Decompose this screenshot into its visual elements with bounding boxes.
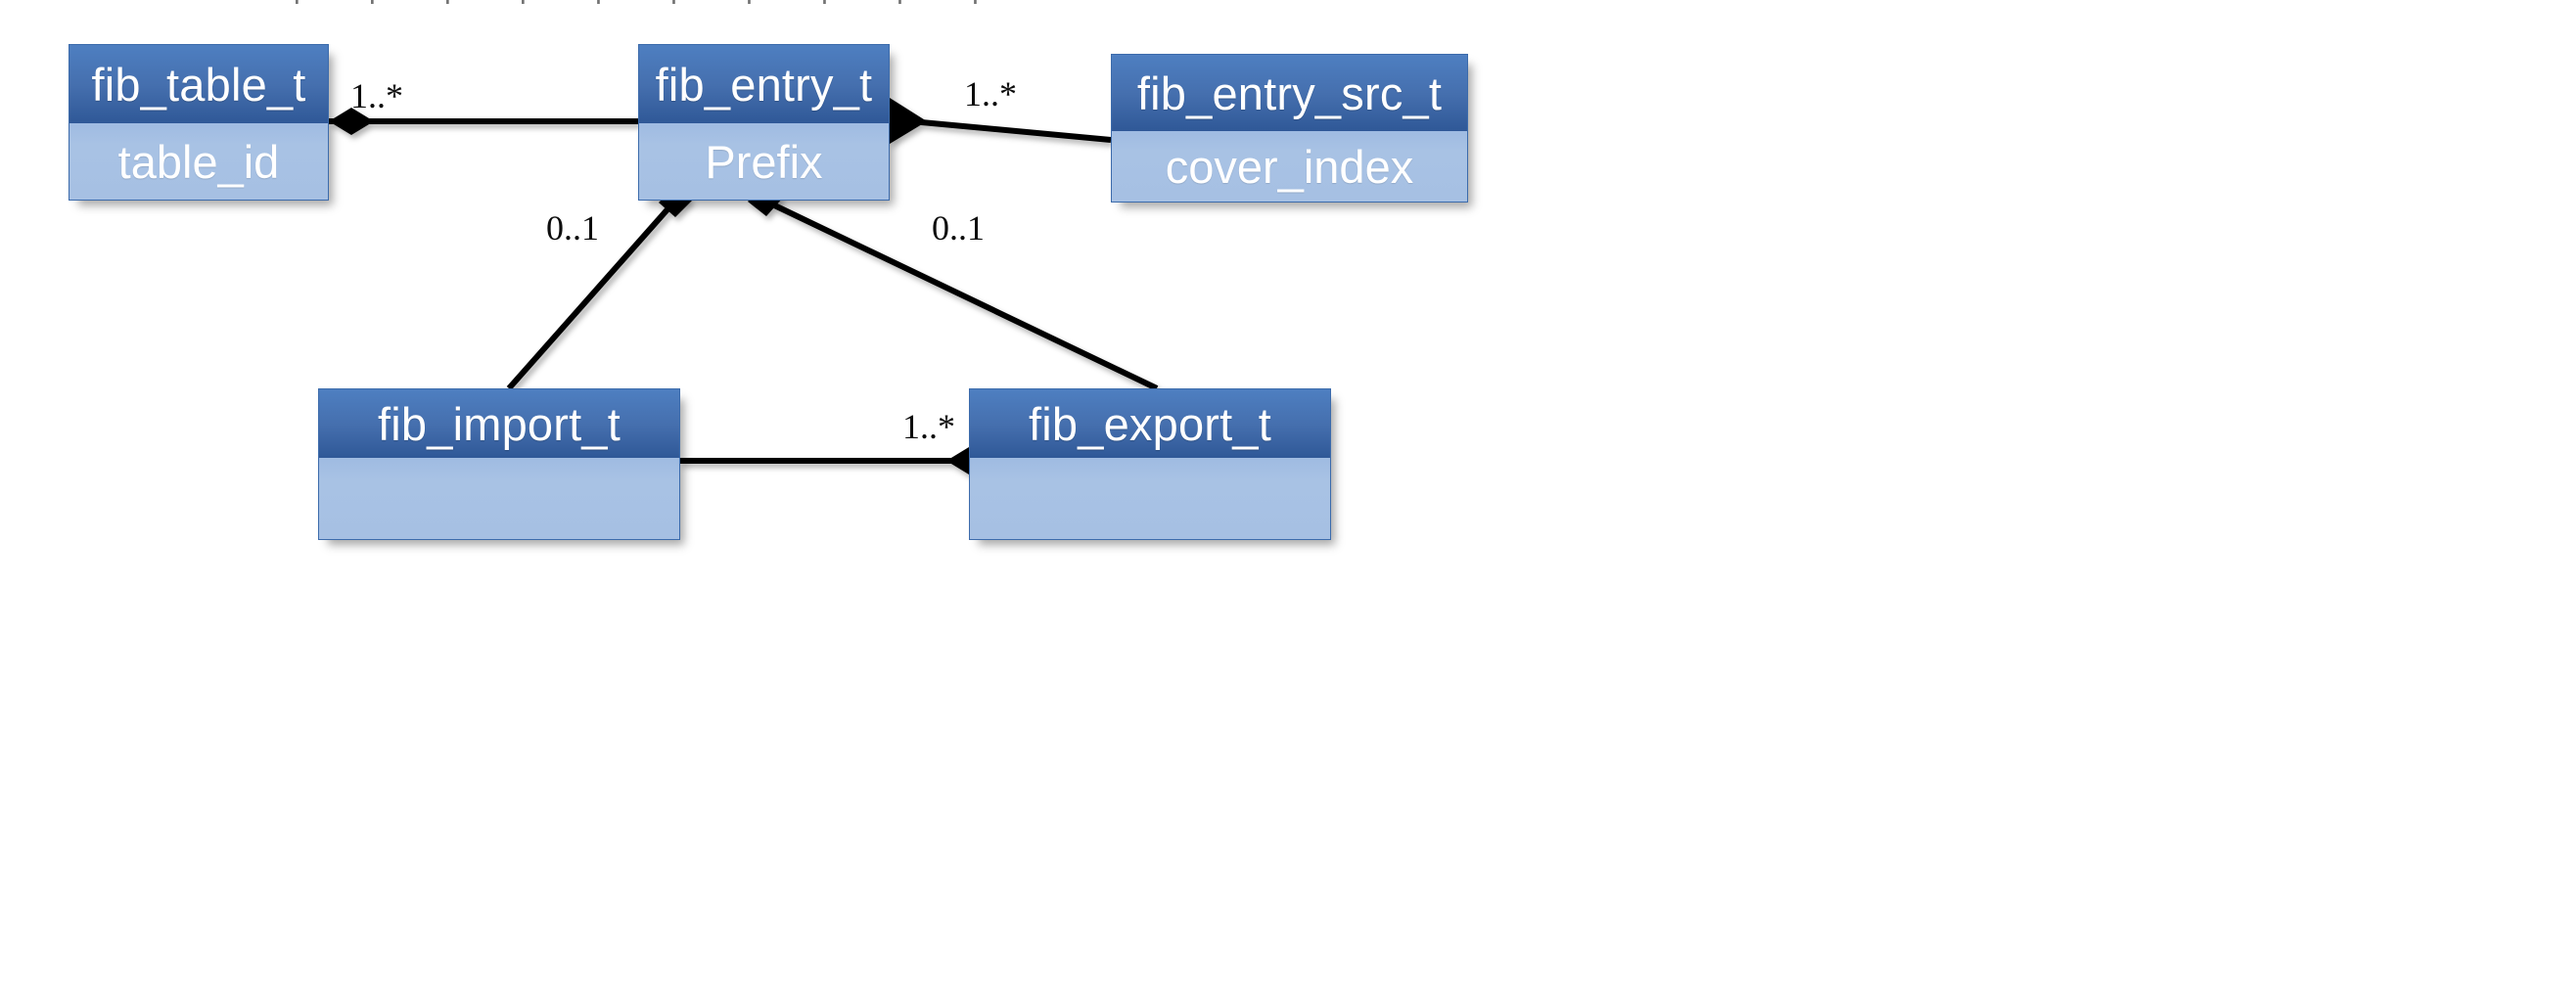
class-attribute-fib-export-t	[970, 458, 1330, 539]
class-box-fib-export-t[interactable]: fib_export_t	[969, 388, 1331, 540]
class-attribute-fib-import-t	[319, 458, 679, 539]
class-box-fib-entry-src-t[interactable]: fib_entry_src_t cover_index	[1111, 54, 1468, 203]
class-name-fib-entry-src-t: fib_entry_src_t	[1112, 55, 1467, 131]
class-name-fib-entry-t: fib_entry_t	[639, 45, 889, 123]
multiplicity-label-entry-export: 0..1	[932, 208, 985, 248]
multiplicity-label-entry-import: 0..1	[546, 208, 599, 248]
class-box-fib-entry-t[interactable]: fib_entry_t Prefix	[638, 44, 890, 201]
class-attribute-fib-entry-t: Prefix	[639, 123, 889, 200]
multiplicity-label-entry-src: 1..*	[964, 74, 1017, 113]
class-attribute-fib-table-t: table_id	[69, 123, 328, 200]
class-box-fib-import-t[interactable]: fib_import_t	[318, 388, 680, 540]
class-box-fib-table-t[interactable]: fib_table_t table_id	[69, 44, 329, 201]
edge-entry-to-import	[506, 186, 692, 390]
class-name-fib-import-t: fib_import_t	[319, 389, 679, 458]
multiplicity-label-table-entry: 1..*	[350, 76, 403, 115]
class-name-fib-table-t: fib_table_t	[69, 45, 328, 123]
class-name-fib-export-t: fib_export_t	[970, 389, 1330, 458]
multiplicity-label-import-export: 1..*	[902, 407, 955, 446]
edge-import-to-export	[680, 447, 991, 474]
class-attribute-fib-entry-src-t: cover_index	[1112, 131, 1467, 202]
clipped-text-artifact: p p p p p p p p p p	[0, 0, 2576, 5]
